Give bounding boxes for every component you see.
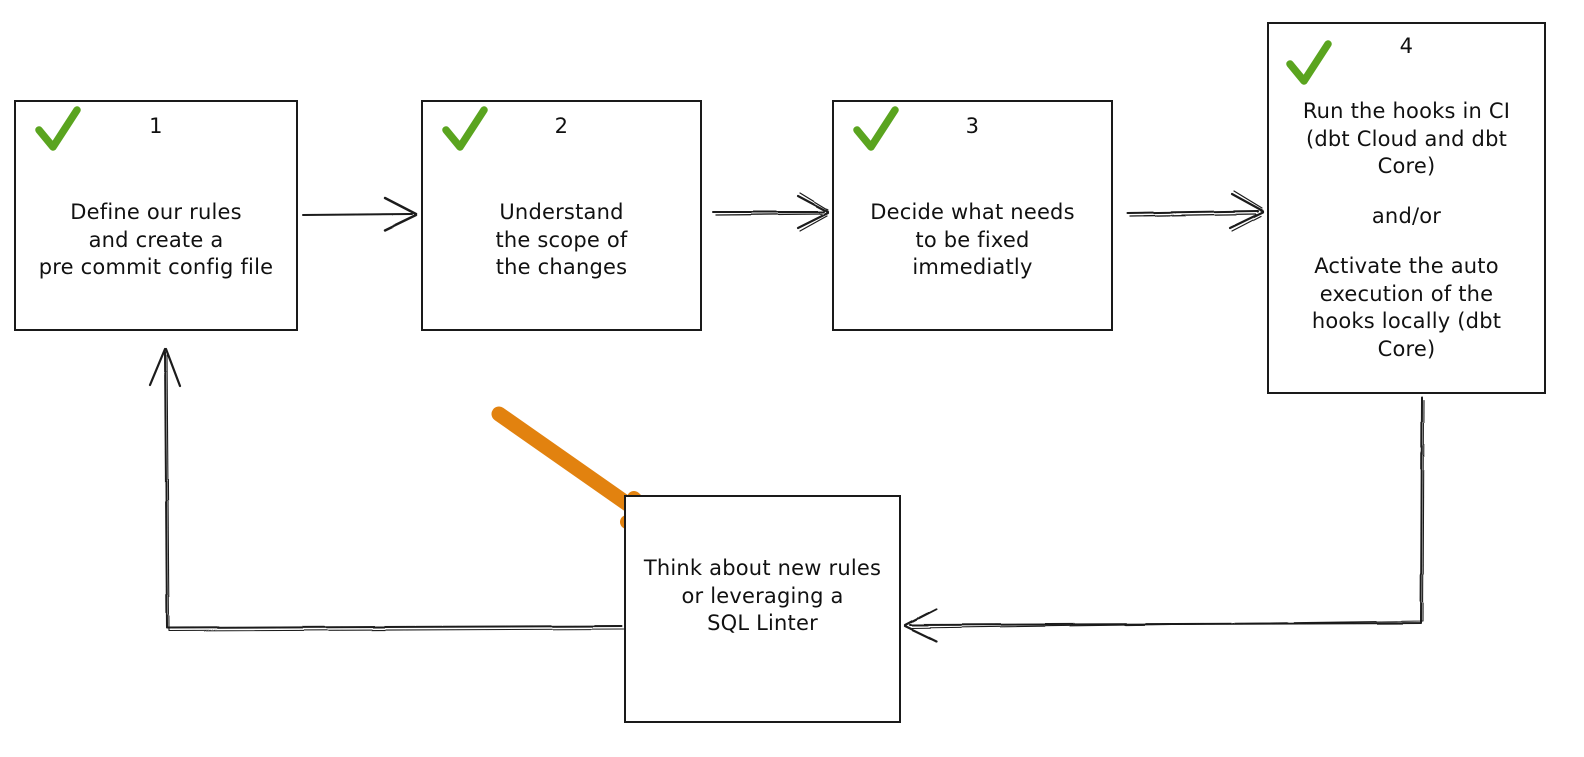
node-2-body: Understand the scope of the changes xyxy=(423,158,700,329)
green-check-icon xyxy=(1286,40,1332,85)
node-1-body: Define our rules and create a pre commit… xyxy=(16,158,296,329)
node-2-number: 2 xyxy=(554,114,569,138)
flow-node-3[interactable]: 3 Decide what needs to be fixed immediat… xyxy=(832,100,1113,331)
node-4-number: 4 xyxy=(1399,34,1414,58)
green-check-icon xyxy=(853,106,899,151)
node-3-body: Decide what needs to be fixed immediatly xyxy=(834,158,1111,329)
node-2-header: 2 xyxy=(423,102,700,158)
green-check-icon xyxy=(442,106,488,151)
node-2-text: Understand the scope of the changes xyxy=(495,199,628,280)
node-3-header: 3 xyxy=(834,102,1111,158)
flow-node-1[interactable]: 1 Define our rules and create a pre comm… xyxy=(14,100,298,331)
node-4-text-alternative: Activate the auto execution of the hooks… xyxy=(1311,253,1502,362)
node-4-body: Run the hooks in CI (dbt Cloud and dbt C… xyxy=(1269,96,1544,392)
arrow-4-to-5 xyxy=(903,396,1425,643)
node-4-text-conjunction: and/or xyxy=(1371,204,1442,229)
arrow-2-to-3 xyxy=(712,192,830,232)
flow-node-2[interactable]: 2 Understand the scope of the changes xyxy=(421,100,702,331)
arrow-3-to-4 xyxy=(1127,190,1265,232)
node-3-text: Decide what needs to be fixed immediatly xyxy=(870,199,1075,280)
flow-node-5[interactable]: Think about new rules or leveraging a SQ… xyxy=(624,495,901,723)
flow-node-4[interactable]: 4 Run the hooks in CI (dbt Cloud and dbt… xyxy=(1267,22,1546,394)
node-3-number: 3 xyxy=(965,114,980,138)
node-4-header: 4 xyxy=(1269,24,1544,96)
node-4-text-primary: Run the hooks in CI (dbt Cloud and dbt C… xyxy=(1302,99,1511,179)
arrow-5-to-1 xyxy=(148,347,624,632)
green-check-icon xyxy=(35,106,81,151)
arrow-1-to-2 xyxy=(302,196,418,232)
node-1-header: 1 xyxy=(16,102,296,158)
node-1-number: 1 xyxy=(149,114,163,138)
node-5-body: Think about new rules or leveraging a SQ… xyxy=(626,537,899,721)
node-5-header xyxy=(626,497,899,537)
node-1-text: Define our rules and create a pre commit… xyxy=(38,199,274,280)
node-5-text: Think about new rules or leveraging a SQ… xyxy=(643,556,882,636)
